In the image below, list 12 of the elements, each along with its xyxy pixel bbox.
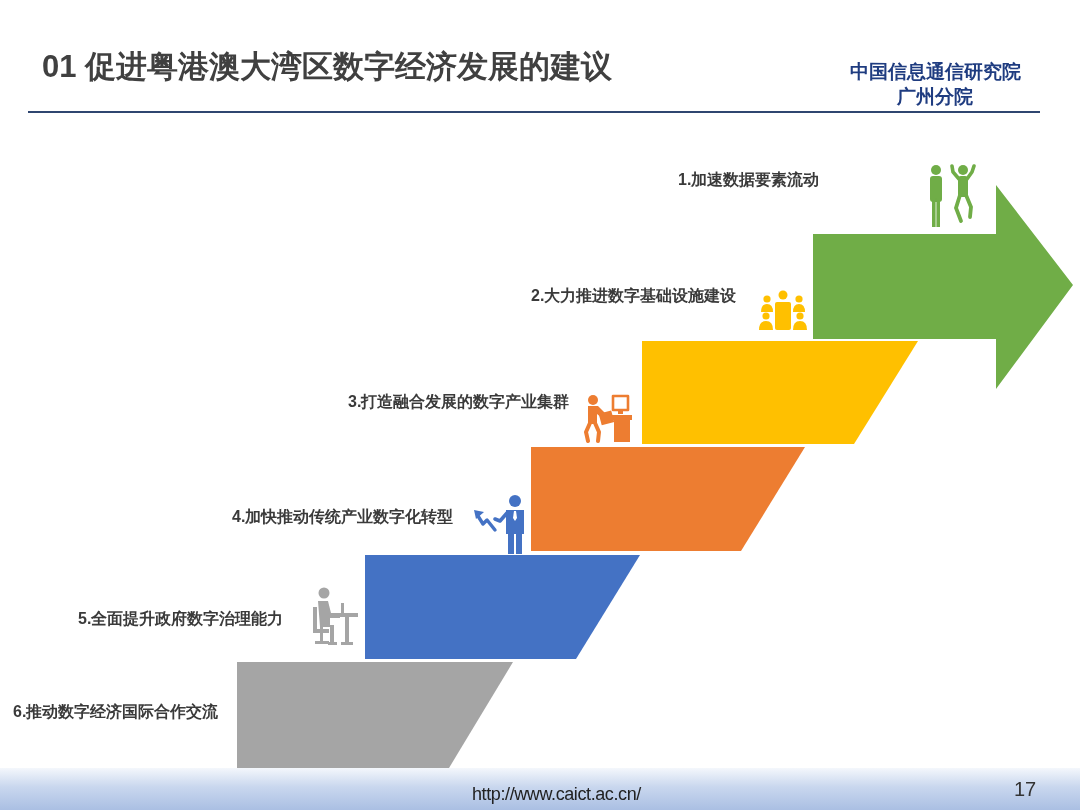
- step-label: 6.推动数字经济国际合作交流: [13, 702, 219, 722]
- step-label: 3.打造融合发展的数字产业集群: [348, 392, 570, 412]
- step-label: 1.加速数据要素流动: [678, 170, 820, 190]
- stair-step: [531, 447, 805, 551]
- institute-name: 中国信息通信研究院广州分院: [848, 60, 1022, 109]
- step-label: 5.全面提升政府数字治理能力: [78, 609, 284, 629]
- website-url: http://www.caict.ac.cn/: [472, 784, 641, 804]
- stair-step: [237, 662, 513, 768]
- page-number: 17: [1014, 779, 1037, 799]
- stair-step: [365, 555, 640, 659]
- slide-title: 01 促进粤港澳大湾区数字经济发展的建议: [42, 48, 613, 86]
- stair-step: [642, 341, 918, 444]
